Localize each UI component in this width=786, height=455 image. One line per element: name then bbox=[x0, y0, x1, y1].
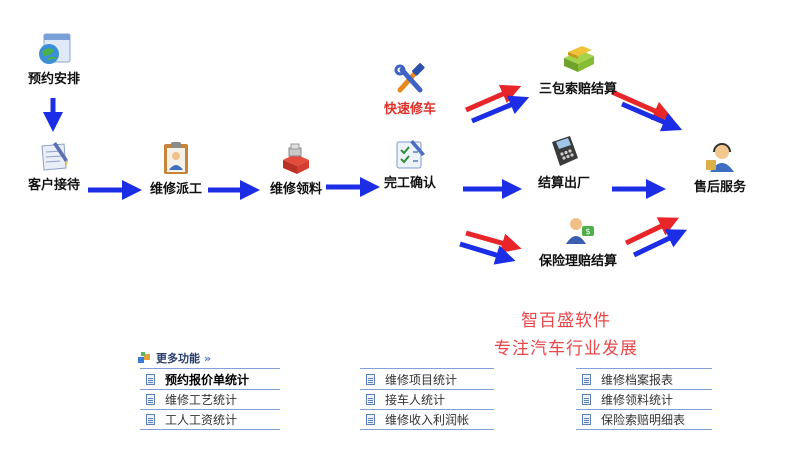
arrow-down-red bbox=[610, 89, 674, 121]
node-after-sales[interactable]: 售后服务 bbox=[684, 140, 756, 195]
wrench-hammer-icon bbox=[394, 63, 425, 93]
document-icon bbox=[366, 414, 375, 425]
notepad-pen-icon bbox=[41, 142, 68, 171]
more-functions-header[interactable]: 更多功能 » bbox=[138, 350, 211, 366]
document-icon bbox=[582, 414, 591, 425]
pos-terminal-icon bbox=[552, 136, 578, 166]
label-warranty-claim: 三包索赔结算 bbox=[538, 82, 617, 97]
node-warranty-claim[interactable]: 三包索赔结算 bbox=[528, 40, 628, 97]
label-dispatch: 维修派工 bbox=[149, 182, 202, 197]
blocks-icon bbox=[138, 352, 150, 363]
label-appointment: 预约安排 bbox=[27, 72, 80, 87]
column-rule bbox=[360, 368, 494, 369]
arrow-up-red bbox=[465, 84, 522, 113]
link-label: 保险索赔明细表 bbox=[601, 413, 686, 427]
arrow-down-blue bbox=[621, 101, 683, 132]
arrow-ins-red bbox=[465, 230, 522, 253]
node-quick-repair[interactable]: 快速修车 bbox=[373, 62, 447, 117]
document-icon bbox=[146, 394, 155, 405]
node-settlement[interactable]: 结算出厂 bbox=[526, 132, 602, 191]
link-item-stats[interactable]: 维修项目统计 bbox=[360, 370, 494, 390]
person-money-icon: $ bbox=[566, 218, 594, 244]
label-completion: 完工确认 bbox=[383, 176, 436, 191]
parts-box-icon bbox=[283, 143, 309, 174]
links-column-1: 预约报价单统计 维修工艺统计 工人工资统计 bbox=[140, 368, 280, 430]
arrow-ins-blue bbox=[459, 241, 516, 265]
link-label: 维修工艺统计 bbox=[165, 393, 238, 407]
node-insurance-claim[interactable]: $ 保险理赔结算 bbox=[528, 214, 628, 269]
label-after-sales: 售后服务 bbox=[693, 180, 746, 195]
link-craft-stats[interactable]: 维修工艺统计 bbox=[140, 390, 280, 410]
link-label: 维修档案报表 bbox=[601, 373, 674, 387]
link-label: 预约报价单统计 bbox=[165, 373, 250, 387]
link-receiver-stats[interactable]: 接车人统计 bbox=[360, 390, 494, 410]
link-wage-stats[interactable]: 工人工资统计 bbox=[140, 410, 280, 430]
link-label: 维修项目统计 bbox=[385, 373, 458, 387]
column-rule bbox=[140, 368, 280, 369]
link-label: 维修领料统计 bbox=[601, 393, 674, 407]
brand-slogan: 专注汽车行业发展 bbox=[494, 339, 638, 359]
document-icon bbox=[582, 374, 591, 385]
links-column-3: 维修档案报表 维修领料统计 保险索赔明细表 bbox=[576, 368, 712, 430]
clipboard-person-icon bbox=[164, 142, 188, 174]
node-reception[interactable]: 客户接待 bbox=[22, 138, 86, 193]
label-materials: 维修领料 bbox=[269, 182, 322, 197]
link-quote-stats[interactable]: 预约报价单统计 bbox=[140, 370, 280, 390]
label-settlement: 结算出厂 bbox=[537, 176, 590, 191]
support-agent-icon bbox=[706, 143, 734, 172]
link-archive-report[interactable]: 维修档案报表 bbox=[576, 370, 712, 390]
node-appointment[interactable]: 预约安排 bbox=[22, 30, 86, 87]
node-materials[interactable]: 维修领料 bbox=[260, 140, 332, 197]
node-dispatch[interactable]: 维修派工 bbox=[140, 140, 212, 197]
svg-text:$: $ bbox=[585, 227, 590, 236]
link-income-profit[interactable]: 维修收入利润帐 bbox=[360, 410, 494, 430]
calendar-globe-icon bbox=[39, 33, 71, 64]
label-reception: 客户接待 bbox=[27, 178, 80, 193]
links-column-2: 维修项目统计 接车人统计 维修收入利润帐 bbox=[360, 368, 494, 430]
checklist-icon bbox=[396, 140, 425, 169]
link-label: 接车人统计 bbox=[385, 393, 446, 407]
label-quick-repair: 快速修车 bbox=[383, 102, 436, 117]
document-icon bbox=[366, 374, 375, 385]
more-functions-title: 更多功能 bbox=[156, 352, 200, 365]
link-label: 维修收入利润帐 bbox=[385, 413, 470, 427]
link-label: 工人工资统计 bbox=[165, 413, 238, 427]
document-icon bbox=[146, 414, 155, 425]
link-insurance-detail[interactable]: 保险索赔明细表 bbox=[576, 410, 712, 430]
cash-stack-icon bbox=[564, 46, 594, 72]
link-materials-stats[interactable]: 维修领料统计 bbox=[576, 390, 712, 410]
label-insurance-claim: 保险理赔结算 bbox=[538, 254, 617, 269]
brand-name: 智百盛软件 bbox=[521, 311, 611, 331]
double-chevron-icon: » bbox=[204, 351, 212, 365]
document-icon bbox=[582, 394, 591, 405]
column-rule bbox=[576, 368, 712, 369]
arrow-ins-out-red bbox=[624, 217, 680, 246]
arrow-ins-out-blue bbox=[632, 229, 688, 258]
node-completion[interactable]: 完工确认 bbox=[373, 136, 447, 191]
document-icon bbox=[366, 394, 375, 405]
arrow-up-blue bbox=[471, 95, 530, 124]
document-icon bbox=[146, 374, 155, 385]
